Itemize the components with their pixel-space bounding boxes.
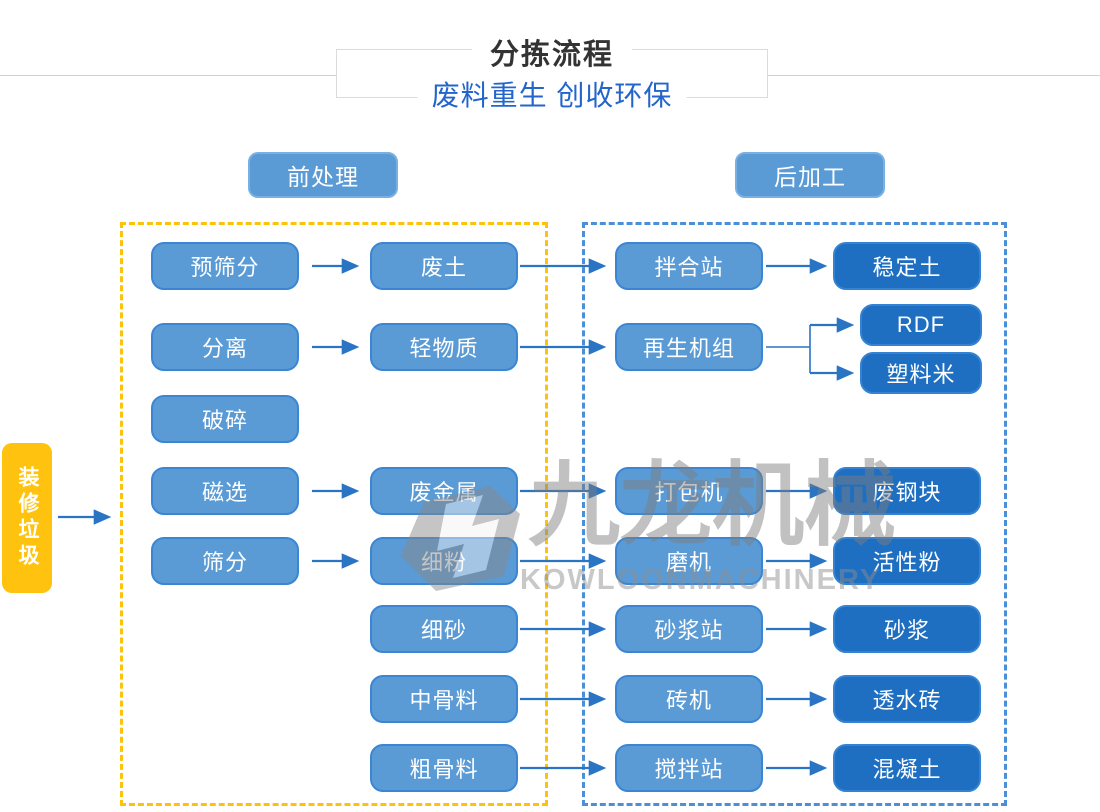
node-waste-metal: 废金属 [370,467,518,515]
source-waste-label: 装修垃圾 [2,443,52,593]
node-mortar-station: 砂浆站 [615,605,763,653]
node-concrete: 混凝土 [833,744,981,792]
node-coarse-aggregate: 粗骨料 [370,744,518,792]
node-fine-sand: 细砂 [370,605,518,653]
node-plastic-pellet: 塑料米 [860,352,982,394]
node-crush: 破碎 [151,395,299,443]
node-permeable-brick: 透水砖 [833,675,981,723]
page-subtitle: 废料重生 创收环保 [417,74,687,114]
node-mid-aggregate: 中骨料 [370,675,518,723]
node-mill: 磨机 [615,537,763,585]
post-processing-label: 后加工 [735,152,885,198]
node-steel-block: 废钢块 [833,467,981,515]
pre-processing-zone [120,222,548,806]
node-pre-screen: 预筛分 [151,242,299,290]
node-mix-station: 拌合站 [615,242,763,290]
node-separate: 分离 [151,323,299,371]
pre-processing-label: 前处理 [248,152,398,198]
node-magnetic: 磁选 [151,467,299,515]
page-title: 分拣流程 [471,31,633,73]
node-regen-unit: 再生机组 [615,323,763,371]
title-frame: 分拣流程 废料重生 创收环保 [336,31,768,114]
post-processing-zone [582,222,1007,806]
node-stable-soil: 稳定土 [833,242,981,290]
node-brick-machine: 砖机 [615,675,763,723]
node-light-material: 轻物质 [370,323,518,371]
node-fine-powder: 细粉 [370,537,518,585]
node-mortar: 砂浆 [833,605,981,653]
node-baler: 打包机 [615,467,763,515]
node-concrete-station: 搅拌站 [615,744,763,792]
node-rdf: RDF [860,304,982,346]
node-active-powder: 活性粉 [833,537,981,585]
node-waste-soil: 废土 [370,242,518,290]
node-screen: 筛分 [151,537,299,585]
